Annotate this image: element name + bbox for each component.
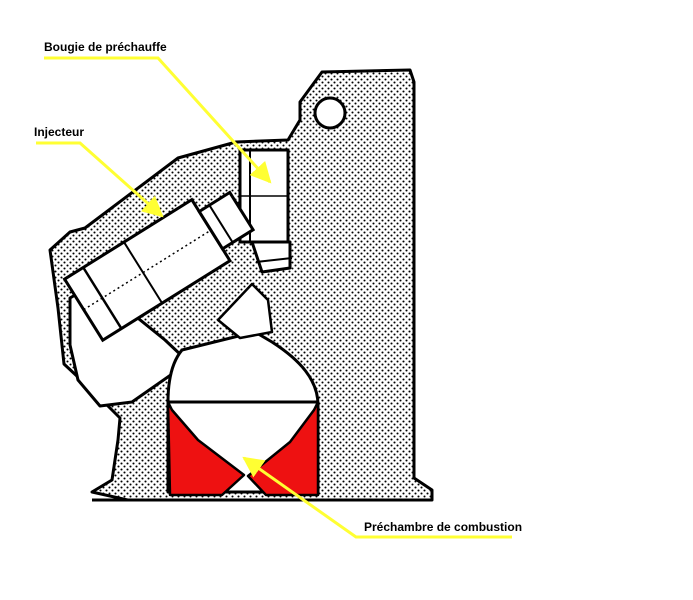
glow-plug-leader <box>44 56 272 184</box>
glow-plug-label: Bougie de préchauffe <box>44 40 167 54</box>
injector-leader <box>36 141 164 218</box>
injector-label: Injecteur <box>34 125 84 139</box>
injector <box>62 190 256 343</box>
prechamber-leader <box>242 456 512 539</box>
injector-passage <box>216 282 274 340</box>
glow-plug <box>238 148 293 274</box>
prechamber-label: Préchambre de combustion <box>364 520 522 534</box>
bolt-hole <box>313 96 347 130</box>
